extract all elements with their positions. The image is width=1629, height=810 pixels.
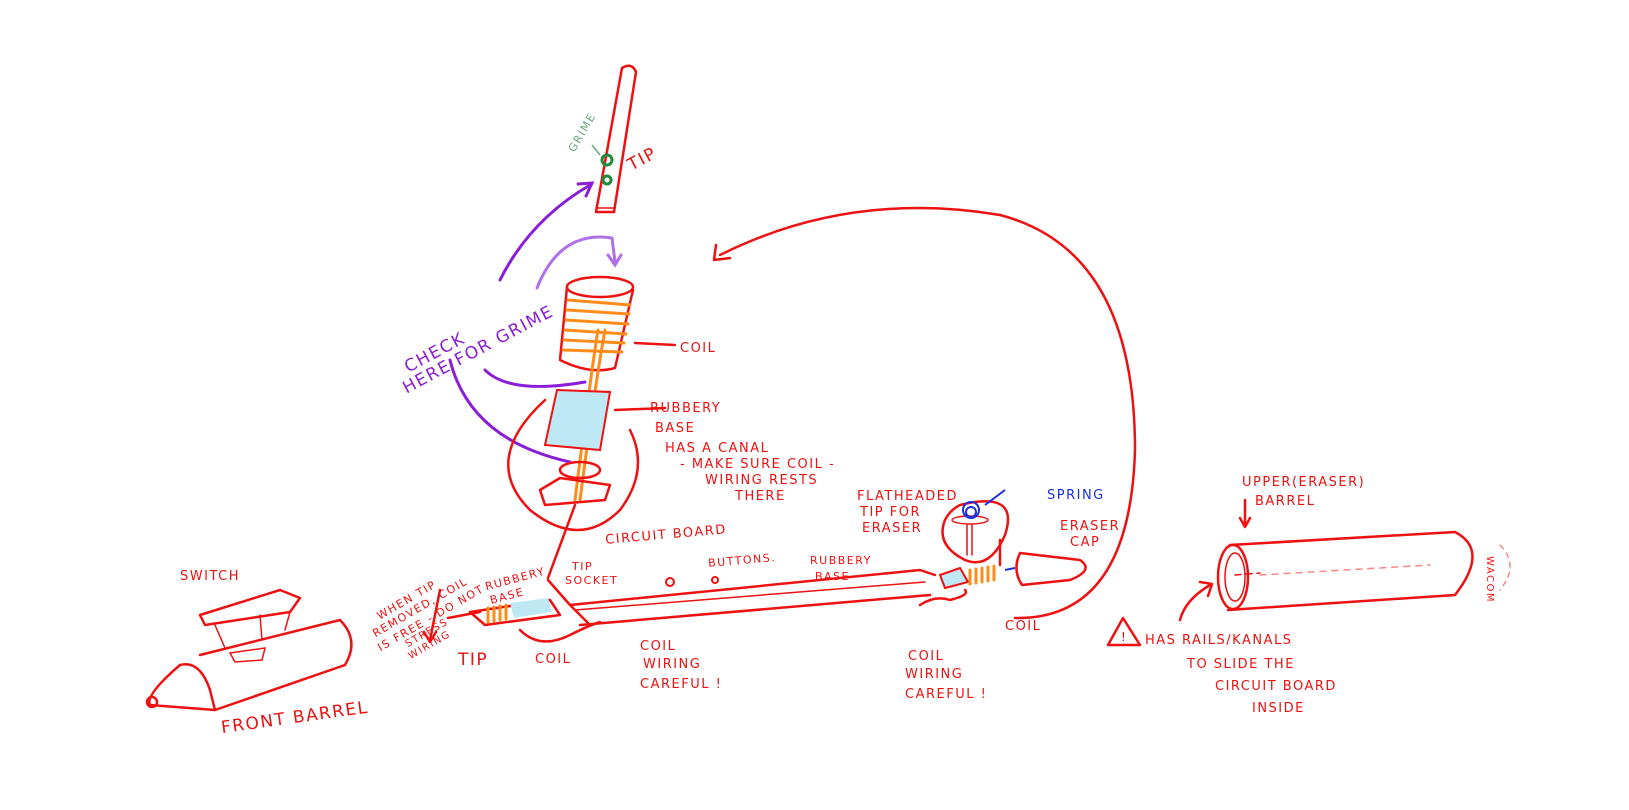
eraser-cap-label-2: CAP	[1070, 535, 1100, 550]
canal-note-2: - MAKE SURE COIL -	[680, 457, 835, 472]
tip-label-front: TIP	[457, 650, 488, 670]
warning-triangle-icon	[1106, 616, 1142, 647]
coil-drawing	[558, 275, 677, 502]
eraser-cap-label-1: ERASER	[1060, 519, 1120, 534]
rubbery-base-eraser-1: RUBBERY	[810, 554, 872, 567]
grime-spot	[600, 153, 614, 167]
eraser-wiring-3: CAREFUL !	[905, 687, 987, 702]
rails-note-3: CIRCUIT BOARD	[1215, 679, 1337, 694]
rubbery-base-label-2: BASE	[655, 421, 695, 436]
button-1	[665, 577, 675, 587]
purple-arrows	[448, 181, 623, 464]
arrowhead-icon	[712, 243, 732, 262]
grime-spot	[601, 174, 613, 186]
flathead-label-2: TIP FOR	[859, 505, 921, 520]
wiring-note-2: WIRING	[643, 657, 701, 672]
rubbery-base-detail	[507, 388, 667, 532]
coil-label-eraser: COIL	[1005, 619, 1041, 634]
canal-note-1: HAS A CANAL	[665, 441, 769, 456]
upper-barrel-label-2: BARREL	[1255, 494, 1315, 509]
rubbery-base-label-1: RUBBERY	[650, 401, 721, 416]
spring-label: SPRING	[1047, 488, 1105, 503]
wiring-note-3: CAREFUL !	[640, 677, 722, 692]
tip-drawing	[591, 64, 638, 214]
eraser-wiring-1: COIL	[908, 649, 944, 664]
coil-label-top: COIL	[680, 341, 716, 356]
canal-note-3: WIRING RESTS	[705, 473, 818, 488]
circuit-board-drawing	[446, 503, 937, 643]
tip-label: TIP	[624, 143, 661, 175]
front-barrel-drawing	[145, 588, 353, 712]
coil-label-front: COIL	[535, 652, 571, 667]
wacom-logo: WACOM	[1484, 556, 1495, 603]
button-2	[711, 576, 719, 584]
warning-arrow-icon	[422, 588, 442, 644]
rubbery-base-eraser-2: BASE	[815, 570, 850, 583]
flathead-label-3: ERASER	[862, 521, 922, 536]
eraser-assembly-drawing	[918, 489, 1087, 607]
canal-note-4: THERE	[734, 489, 786, 504]
tip-socket-2: SOCKET	[565, 574, 618, 587]
flathead-label-1: FLATHEADED	[857, 489, 958, 504]
wiring-note-1: COIL	[640, 639, 676, 654]
rails-note-4: INSIDE	[1252, 701, 1305, 716]
upper-barrel-label-1: UPPER(ERASER)	[1242, 475, 1365, 490]
warning-symbol: !	[1121, 630, 1127, 644]
circuit-board-label: CIRCUIT BOARD	[605, 522, 728, 548]
front-barrel-label: FRONT BARREL	[220, 698, 370, 738]
rails-note-1: HAS RAILS/KANALS	[1145, 633, 1292, 648]
rails-note-2: TO SLIDE THE	[1186, 657, 1295, 672]
grime-arrow-icon	[591, 144, 601, 156]
switch-label: SWITCH	[180, 569, 240, 584]
upper-barrel-drawing	[1178, 498, 1511, 622]
buttons-label: BUTTONS.	[708, 551, 777, 570]
tip-socket-1: TIP	[571, 560, 593, 573]
eraser-wiring-2: WIRING	[905, 667, 963, 682]
curved-arrow	[718, 206, 1137, 620]
